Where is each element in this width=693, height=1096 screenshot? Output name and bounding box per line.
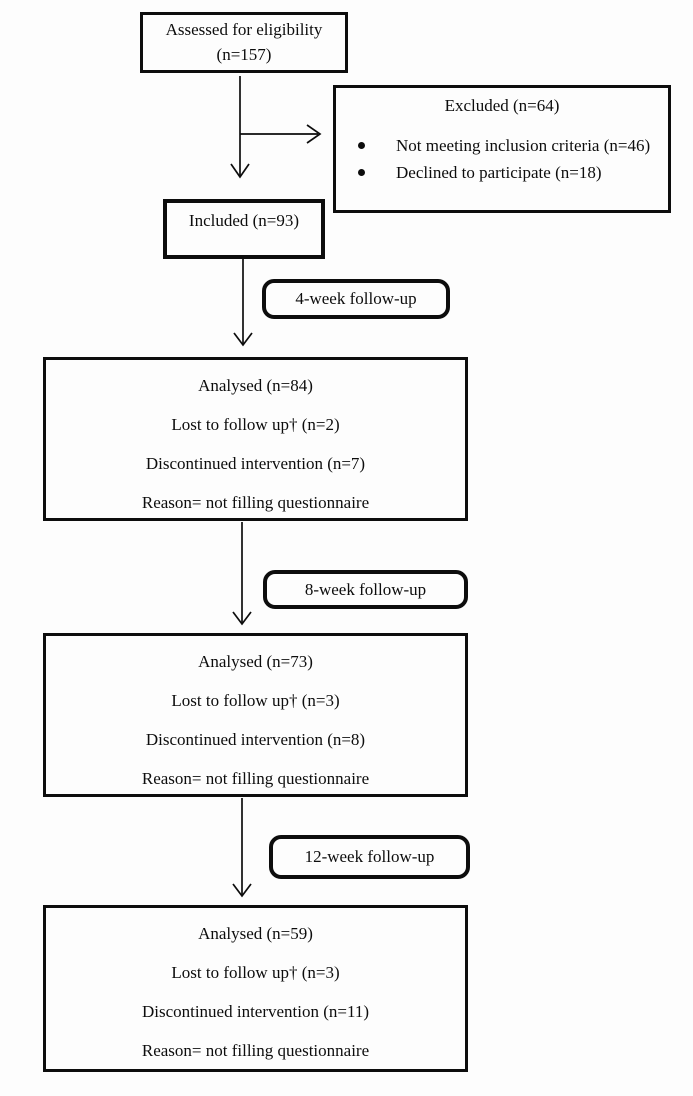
bullet-icon [358, 142, 365, 149]
assessed-line1: Assessed for eligibility [165, 19, 323, 39]
included-label: Included (n=93) [188, 211, 300, 230]
reason-line: Reason= not filling questionnaire [141, 768, 370, 788]
discontinued-line: Discontinued intervention (n=11) [141, 1001, 370, 1021]
arrow-week8-to-week12 [232, 798, 252, 898]
excluded-reason-declined: Declined to participate (n=18) [396, 162, 602, 182]
followup-label-4week: 4-week follow-up [262, 279, 450, 319]
assessed-eligibility-box: Assessed for eligibility (n=157) [140, 12, 348, 73]
assessed-count: (n=157) [216, 44, 272, 64]
arrow-included-to-week4 [233, 259, 253, 347]
included-box: Included (n=93) [163, 199, 325, 259]
analysed-line: Analysed (n=59) [198, 923, 313, 943]
lost-line: Lost to follow up† (n=3) [171, 690, 340, 710]
excluded-bullet-list: Not meeting inclusion criteria (n=46) De… [336, 132, 668, 186]
analysed-box-12week: Analysed (n=59) Lost to follow up† (n=3)… [43, 905, 468, 1072]
bullet-icon [358, 169, 365, 176]
excluded-title: Excluded (n=64) [444, 96, 560, 115]
excluded-box: Excluded (n=64) Not meeting inclusion cr… [333, 85, 671, 213]
followup-label-12week: 12-week follow-up [269, 835, 470, 879]
arrow-week4-to-week8 [232, 522, 252, 626]
followup-8week-text: 8-week follow-up [304, 579, 427, 599]
discontinued-line: Discontinued intervention (n=7) [145, 453, 366, 473]
arrow-branch-to-excluded [240, 124, 322, 144]
excluded-bullet-item: Not meeting inclusion criteria (n=46) [336, 132, 668, 159]
excluded-bullet-item: Declined to participate (n=18) [336, 159, 668, 186]
followup-12week-text: 12-week follow-up [304, 847, 435, 866]
reason-line: Reason= not filling questionnaire [141, 1040, 370, 1060]
excluded-reason-inclusion: Not meeting inclusion criteria (n=46) [396, 135, 651, 155]
reason-line: Reason= not filling questionnaire [141, 492, 370, 512]
discontinued-line: Discontinued intervention (n=8) [145, 729, 366, 749]
analysed-line: Analysed (n=73) [198, 651, 313, 671]
analysed-box-8week: Analysed (n=73) Lost to follow up† (n=3)… [43, 633, 468, 797]
analysed-line: Analysed (n=84) [198, 375, 313, 395]
followup-4week-text: 4-week follow-up [295, 289, 417, 308]
analysed-box-4week: Analysed (n=84) Lost to follow up† (n=2)… [43, 357, 468, 521]
lost-line: Lost to follow up† (n=2) [171, 414, 340, 434]
followup-label-8week: 8-week follow-up [263, 570, 468, 609]
arrow-assessed-to-included [230, 76, 250, 179]
lost-line: Lost to follow up† (n=3) [171, 962, 340, 982]
